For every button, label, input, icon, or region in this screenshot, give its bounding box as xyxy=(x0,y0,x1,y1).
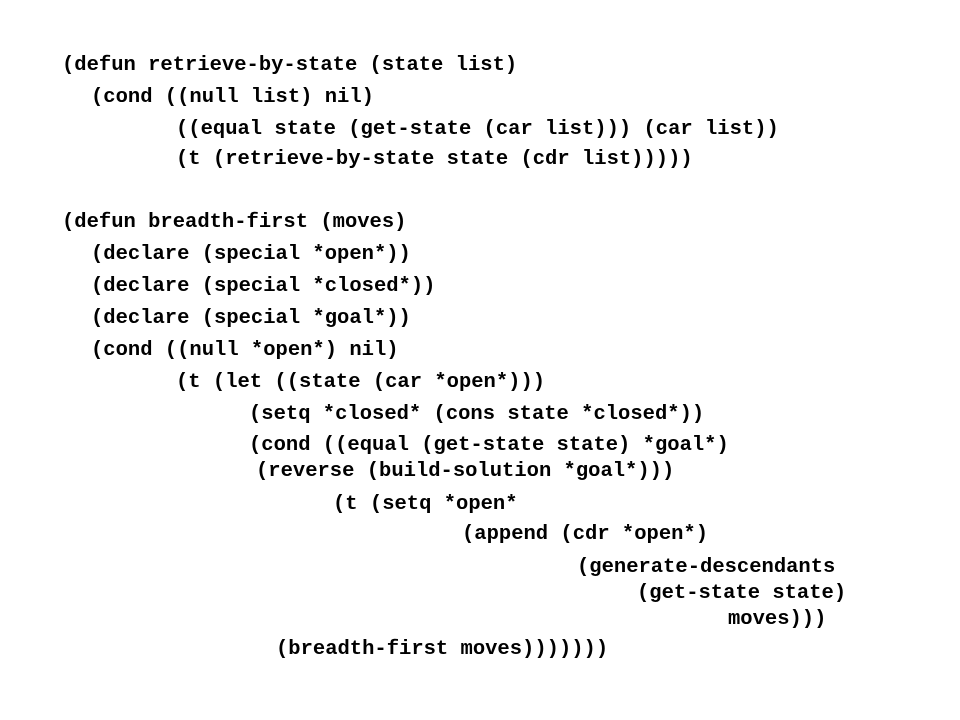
code-line: moves))) xyxy=(728,608,827,631)
code-line: (defun retrieve-by-state (state list) xyxy=(62,54,518,77)
code-line: (generate-descendants xyxy=(577,556,836,579)
code-line: (t (setq *open* xyxy=(333,493,518,516)
code-line: (t (retrieve-by-state state (cdr list)))… xyxy=(176,148,693,171)
code-line: (declare (special *open*)) xyxy=(91,243,411,266)
code-line: (t (let ((state (car *open*))) xyxy=(176,371,546,394)
code-line: (declare (special *closed*)) xyxy=(91,275,436,298)
code-line: (append (cdr *open*) xyxy=(462,523,709,546)
code-line: (cond ((null list) nil) xyxy=(91,86,374,109)
code-line: ((equal state (get-state (car list))) (c… xyxy=(176,118,779,141)
code-line: (cond ((equal (get-state state) *goal*) xyxy=(249,434,729,457)
code-line: (get-state state) xyxy=(637,582,847,605)
code-line: (reverse (build-solution *goal*))) xyxy=(256,460,675,483)
code-line: (declare (special *goal*)) xyxy=(91,307,411,330)
code-line: (setq *closed* (cons state *closed*)) xyxy=(249,403,705,426)
code-line: (defun breadth-first (moves) xyxy=(62,211,407,234)
code-line: (cond ((null *open*) nil) xyxy=(91,339,399,362)
code-line: (breadth-first moves))))))) xyxy=(276,638,609,661)
